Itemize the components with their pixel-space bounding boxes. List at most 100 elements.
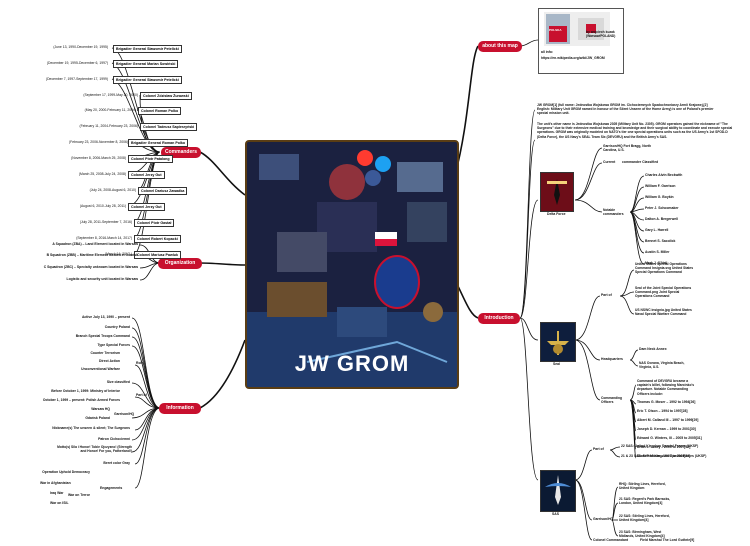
commander-dates: (November 8, 2006-March 25, 2008) (71, 156, 126, 160)
category-commanders[interactable]: Commanders (161, 147, 201, 158)
info-branch: Branch Special Troops Command (75, 334, 130, 338)
org-unit[interactable]: B Squadron (ZBB) – Maritime Element loca… (46, 253, 138, 257)
sas-garrison-item: RHQ: Stirling Lines, Hereford, United Ki… (619, 482, 666, 491)
sas-partof-label: Part of (593, 447, 604, 451)
sas-garrison-label: Garrison/HQ (593, 517, 614, 521)
info-role-item: Unconventional Warfare (81, 367, 120, 371)
commander-name[interactable]: Brigadier General Sławomir Petelicki (113, 45, 182, 53)
info-type: Type Special Forces (97, 343, 130, 347)
delta-current-label: Current (603, 160, 616, 164)
delta-commander: Bennet S. Sacolick (645, 239, 676, 243)
seal-commander: Eric T. Olson – 1994 to 1997[28] (637, 409, 688, 413)
about-info-link[interactable]: https://en.wikipedia.org/wiki/JW_GROM (541, 56, 605, 60)
delta-commander: Austin S. Miller (645, 250, 670, 254)
category-information[interactable]: Information (159, 403, 201, 414)
seal-hq-item: NAS Oceana, Virginia Beach, Virginia, U.… (639, 361, 685, 370)
info-nicknames: Nickname(s) The unseen & silent; The Sur… (52, 426, 130, 430)
org-unit[interactable]: Logistic and security unit located in Wa… (66, 277, 138, 281)
info-size: Size classified (106, 380, 130, 384)
commander-name[interactable]: Colonel Piotr Gastał (134, 219, 175, 227)
delta-force-label: Delta Force (547, 212, 566, 216)
trident-icon (541, 323, 575, 361)
commander-dates: (June 13, 1990-December 19, 1995) (53, 45, 108, 49)
seal-commander: Edward G. Winters, III – 2005 to 2005[31… (637, 436, 702, 440)
category-organization[interactable]: Organization (158, 258, 202, 269)
info-role-item: Direct Action (99, 359, 120, 363)
sas-garrison-item: 22 SAS: Stirling Lines, Hereford, United… (619, 514, 670, 523)
seal-hq-item: Dam Neck Annex (639, 347, 667, 351)
seal-cmd-label: Commanding Officers (601, 396, 623, 405)
delta-commander: Dalton A. Bergerwell (645, 217, 679, 221)
author-image: POLSKA (544, 12, 610, 46)
info-garrison-item: Warsaw HQ (91, 407, 110, 411)
commander-name[interactable]: Colonel Piotr Patalong (128, 155, 173, 163)
delta-current-value: commander Classified (622, 160, 659, 164)
info-engagement-item: War on Terror (67, 493, 90, 497)
commander-name[interactable]: Brigadier General Roman Polko (128, 139, 189, 147)
seal-partof-item: United States Special Operations Command… (635, 262, 694, 275)
commander-dates: (February 23, 2006-November 8, 2006) (69, 140, 128, 144)
commander-dates: (September 8, 2016-March 14, 2017) (76, 236, 132, 240)
info-role-item: Counter Terrorism (90, 351, 120, 355)
central-title: JW GROM (294, 351, 410, 376)
sas-garrison-item: 21 SAS: Regent's Park Barracks, London, … (619, 497, 671, 506)
seal-commander: Brian L. Losey – 2005 to 2007[32] (637, 445, 691, 449)
sas-partof-item: 21 & 23 SAS: United Kingdom Special Forc… (621, 454, 707, 458)
about-info-label: all info: (541, 50, 554, 54)
central-collage (247, 142, 457, 387)
info-engagements-label: Engagements (100, 486, 123, 490)
info-role-label: Role (136, 361, 144, 365)
sas-garrison-item: 23 SAS: Birmingham, West Midlands, Unite… (619, 530, 665, 539)
seal-partof-item: Seal of the Joint Special Operations Com… (635, 286, 692, 299)
commander-name[interactable]: Colonel Jerzy Gut (128, 203, 165, 211)
info-partof-item: October 1, 1999 – present: Polish Armed … (42, 398, 120, 402)
about-author: by wojciech kuzak (Warsaw/POLAND) (586, 30, 616, 39)
commander-dates: (July 24, 2008-August 6, 2010) (89, 188, 136, 192)
commander-name[interactable]: Brigadier General Sławomir Petelicki (113, 76, 182, 84)
info-motto: Motto(s) Sila i Honor! Tobie Ojczyzno! (… (57, 445, 132, 454)
info-partof-item: Before October 1, 1999: Ministry of Inte… (51, 389, 120, 393)
commander-name[interactable]: Colonel Mariusz Pawluk (134, 251, 181, 259)
category-about[interactable]: about this map (478, 41, 522, 52)
commander-dates: (February 11, 2004-February 23, 2006) (79, 124, 138, 128)
delta-force-image (540, 172, 574, 212)
delta-commander: Charles Alvin Beckwith (645, 173, 683, 177)
org-unit[interactable]: C Squadron (ZBC) – Specialty unknown loc… (43, 265, 138, 269)
author-shirt (549, 26, 567, 42)
delta-commander: Peter J. Schoomaker (645, 206, 679, 210)
info-garrison-label: Garrison/HQ (114, 412, 135, 416)
intro-para1: JW GROM[1] (full name: Jednostka Wojskow… (537, 103, 714, 116)
info-beret: Beret color Gray (103, 461, 130, 465)
poland-map-icon (578, 18, 604, 40)
seal-hq-label: Headquarters (601, 357, 623, 361)
dagger-icon (541, 173, 573, 211)
info-country: Country Poland (104, 325, 130, 329)
delta-commander: William F. Garrison (645, 184, 676, 188)
commander-dates: (December 19, 1995-December 6, 1997) (46, 61, 108, 65)
commander-name[interactable]: Colonel Robert Kopacki (134, 235, 181, 243)
commander-name[interactable]: Colonel Jerzy Gut (128, 171, 165, 179)
delta-notable-label: Notable commanders (603, 208, 624, 217)
commander-name[interactable]: Brigadier General Marian Sowiński (113, 60, 179, 68)
sas-partof-item: 22 SAS: United Kingdom Special Forces (U… (621, 444, 699, 448)
info-war-item: War on ISIL (50, 501, 69, 505)
commander-dates: (May 20, 2000-February 11, 2004) (84, 108, 136, 112)
commander-dates: (December 7, 1997-September 17, 1999) (45, 77, 108, 81)
commander-name[interactable]: Colonel Tadeusz Sapierzyński (140, 123, 198, 131)
commander-name[interactable]: Colonel Zdzisław Żurawski (140, 92, 192, 100)
info-patron: Patron Cichociemni (98, 437, 130, 441)
seal-commander: Albert M. Calland III – 1997 to 1999[29] (637, 418, 699, 422)
commander-dates: (July 28, 2011-September 7, 2016) (79, 220, 132, 224)
commander-name[interactable]: Colonel Dariusz Zawadka (138, 187, 188, 195)
info-garrison-item: Gdańsk Poland (85, 416, 110, 420)
sas-image (540, 470, 576, 512)
central-topic[interactable]: JW GROM (245, 140, 459, 389)
delta-commander: William G. Boykin (645, 195, 674, 199)
sas-label: SAS (552, 512, 559, 516)
commander-name[interactable]: Colonel Roman Polko (138, 107, 182, 115)
seal-partof-label: Part of (601, 293, 612, 297)
org-unit[interactable]: A Squadron (ZBA) – Land Element located … (52, 242, 138, 246)
seal-commander: Thomas G. Moser – 1992 to 1994[26] (637, 400, 696, 404)
category-introduction[interactable]: Introduction (478, 313, 520, 324)
info-active: Active July 13, 1990 – present (81, 315, 130, 319)
